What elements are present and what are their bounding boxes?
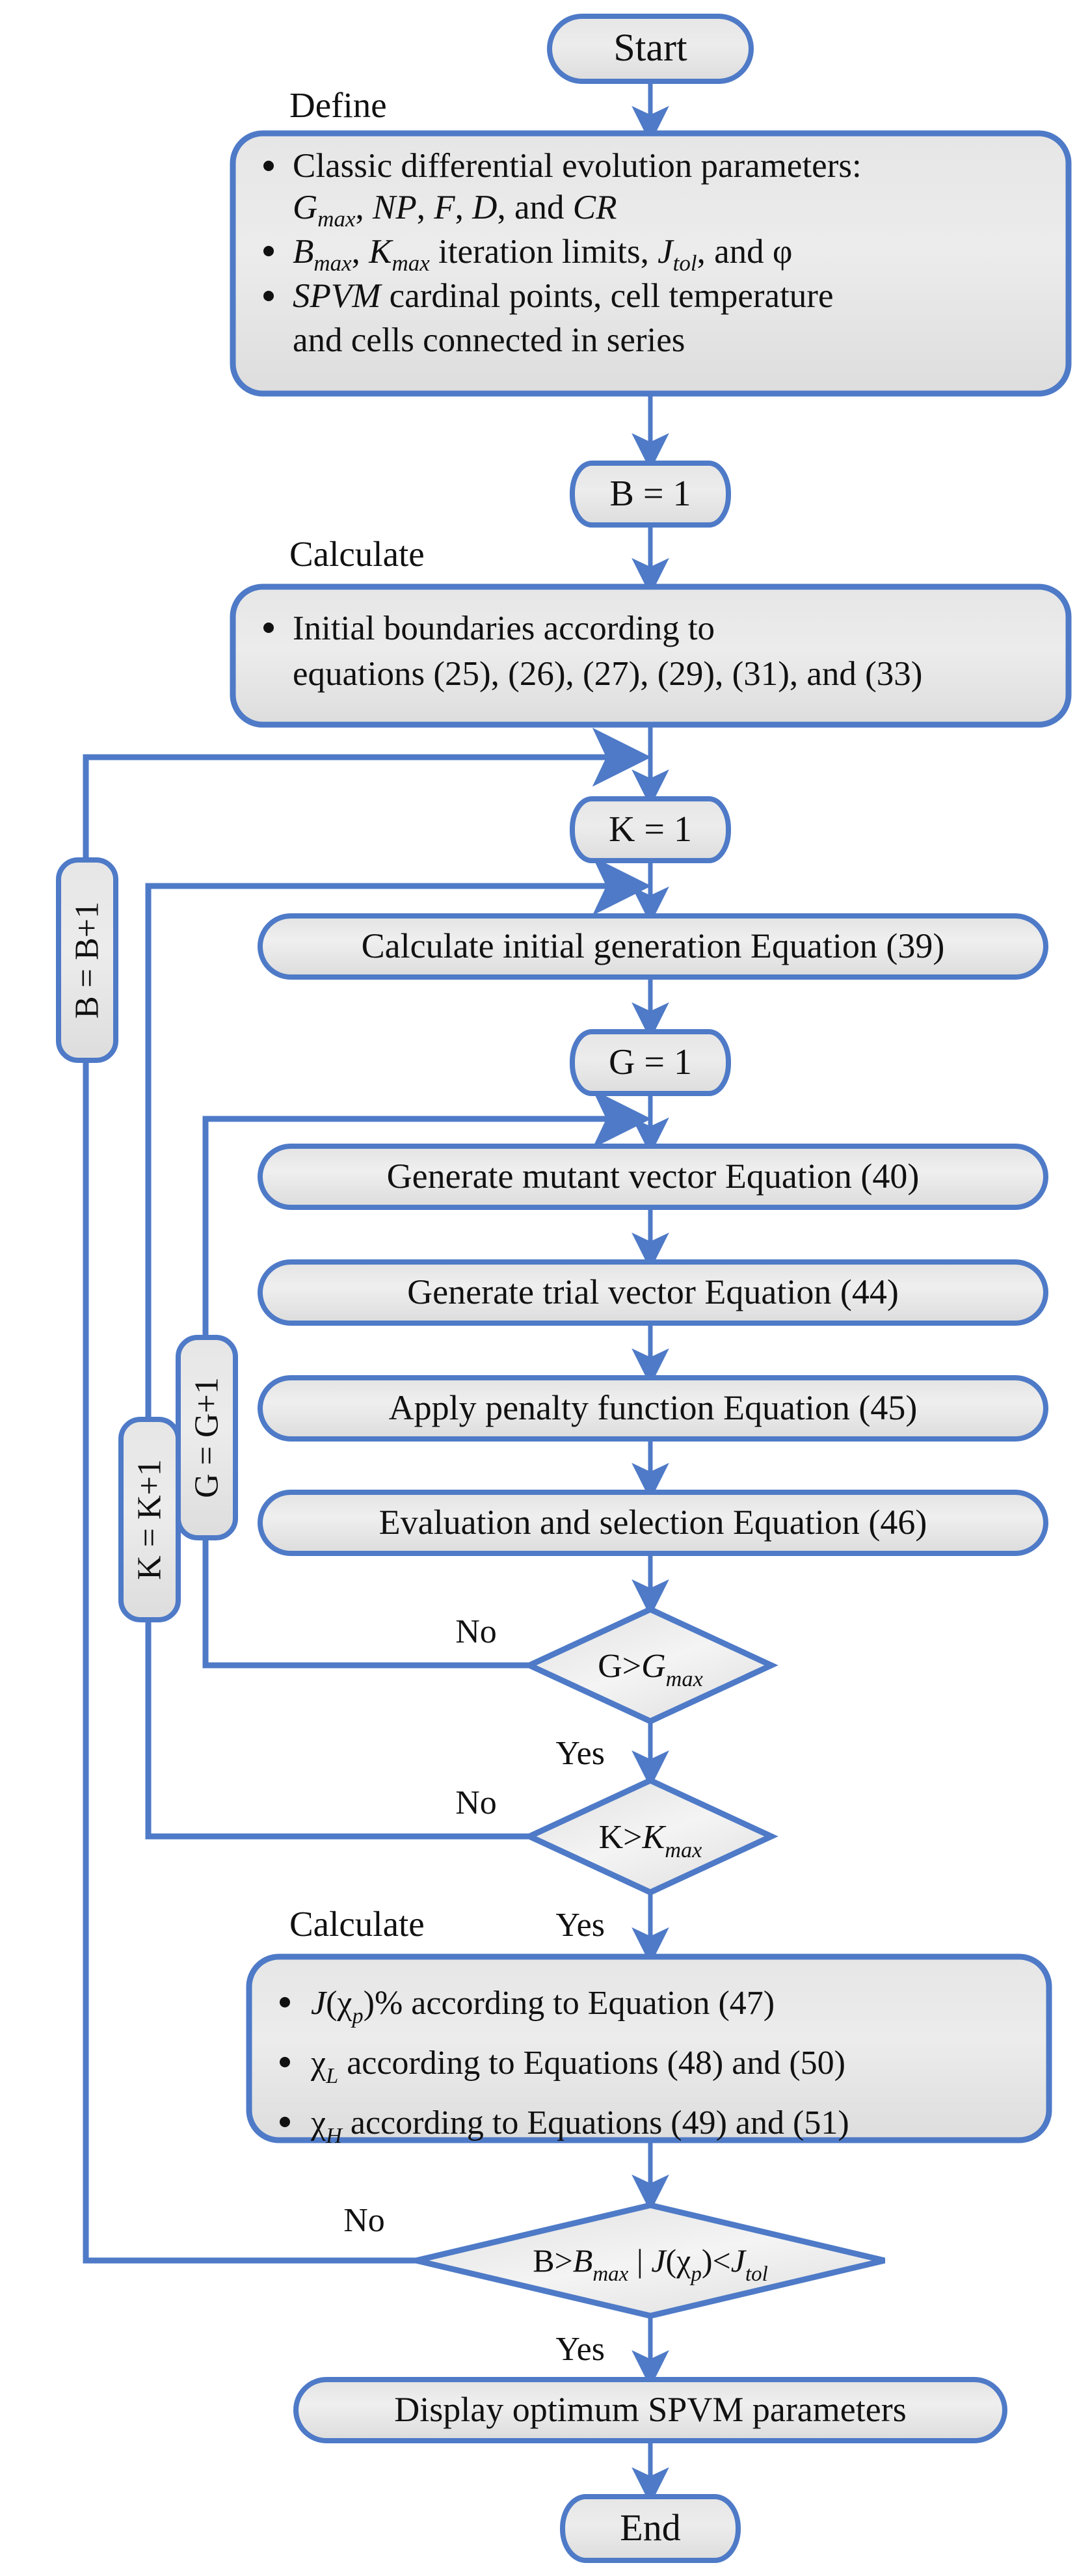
bullet-marker bbox=[280, 2117, 290, 2127]
node-k-init-label: K = 1 bbox=[609, 809, 692, 850]
node-end-label: End bbox=[620, 2506, 680, 2549]
node-decision-k[interactable]: K>Kmax bbox=[522, 1777, 778, 1896]
node-calc-initial-generation-label: Calculate initial generation Equation (3… bbox=[362, 926, 945, 965]
node-display-params[interactable]: Display optimum SPVM parameters bbox=[293, 2377, 1007, 2443]
edge-label-g-yes: Yes bbox=[555, 1735, 605, 1772]
bullet-marker bbox=[263, 291, 274, 301]
calculate-caption-2: Calculate bbox=[289, 1904, 425, 1944]
calc2-bullet-3: χH according to Equations (49) and (51) bbox=[310, 2104, 849, 2148]
node-k-init[interactable]: K = 1 bbox=[570, 796, 731, 863]
node-eval-select-label: Evaluation and selection Equation (46) bbox=[379, 1503, 927, 1542]
node-apply-penalty-label: Apply penalty function Equation (45) bbox=[389, 1388, 918, 1427]
node-decision-b[interactable]: B>Bmax | J(χp)<Jtol bbox=[415, 2202, 886, 2319]
node-decision-k-label: K>Kmax bbox=[599, 1819, 702, 1862]
node-decision-g-label: G>Gmax bbox=[598, 1648, 703, 1691]
node-start[interactable]: Start bbox=[547, 14, 754, 84]
node-gen-mutant[interactable]: Generate mutant vector Equation (40) bbox=[258, 1144, 1048, 1210]
bullet-marker bbox=[263, 623, 274, 633]
node-loop-g-label: G = G+1 bbox=[189, 1377, 226, 1498]
node-loop-g[interactable]: G = G+1 bbox=[176, 1335, 238, 1540]
node-eval-select[interactable]: Evaluation and selection Equation (46) bbox=[258, 1490, 1048, 1556]
define-bullet-3-line2: and cells connected in series bbox=[293, 321, 685, 359]
node-b-init-label: B = 1 bbox=[610, 474, 691, 514]
node-g-init[interactable]: G = 1 bbox=[570, 1029, 731, 1096]
node-display-params-label: Display optimum SPVM parameters bbox=[394, 2390, 906, 2429]
connector-group bbox=[56, 81, 669, 2505]
node-gen-trial[interactable]: Generate trial vector Equation (44) bbox=[258, 1259, 1048, 1326]
edge-label-b-yes: Yes bbox=[555, 2331, 605, 2368]
calc1-line2: equations (25), (26), (27), (29), (31), … bbox=[293, 655, 922, 693]
edge-label-b-no: No bbox=[343, 2202, 385, 2239]
node-decision-b-label: B>Bmax | J(χp)<Jtol bbox=[533, 2242, 768, 2286]
node-define-box[interactable]: Classic differential evolution parameter… bbox=[230, 130, 1072, 397]
bullet-marker bbox=[263, 246, 274, 256]
define-bullet-1-line2: Gmax, NP, F, D, and CR bbox=[293, 189, 617, 232]
calc1-line1: Initial boundaries according to bbox=[293, 610, 715, 647]
node-loop-k-label: K = K+1 bbox=[131, 1459, 168, 1580]
node-calc-initial-generation[interactable]: Calculate initial generation Equation (3… bbox=[258, 913, 1048, 980]
edge-label-k-yes: Yes bbox=[555, 1907, 605, 1944]
calc2-bullet-2: χL according to Equations (48) and (50) bbox=[310, 2045, 845, 2088]
define-bullet-2: Bmax, Kmax iteration limits, Jtol, and φ bbox=[293, 233, 792, 276]
calculate-caption-1: Calculate bbox=[289, 534, 425, 574]
node-loop-k[interactable]: K = K+1 bbox=[118, 1417, 181, 1622]
edge-label-k-no: No bbox=[455, 1784, 497, 1821]
bullet-marker bbox=[263, 161, 274, 171]
node-loop-b[interactable]: B = B+1 bbox=[56, 857, 118, 1063]
define-bullet-3-line1: SPVM cardinal points, cell temperature bbox=[293, 277, 833, 315]
node-decision-g[interactable]: G>Gmax bbox=[522, 1606, 778, 1724]
node-loop-b-label: B = B+1 bbox=[69, 902, 106, 1019]
node-end[interactable]: End bbox=[560, 2494, 741, 2563]
node-apply-penalty[interactable]: Apply penalty function Equation (45) bbox=[258, 1375, 1048, 1442]
bullet-marker bbox=[280, 2057, 290, 2067]
calc2-bullet-1: J(χp)% according to Equation (47) bbox=[311, 1985, 775, 2028]
node-g-init-label: G = 1 bbox=[609, 1042, 692, 1082]
node-calc-box-2[interactable]: J(χp)% according to Equation (47) χL acc… bbox=[246, 1953, 1052, 2148]
bullet-marker bbox=[280, 1997, 290, 2007]
define-bullet-1-line1: Classic differential evolution parameter… bbox=[293, 147, 862, 185]
node-gen-mutant-label: Generate mutant vector Equation (40) bbox=[387, 1157, 920, 1196]
define-caption: Define bbox=[289, 85, 387, 125]
edge-label-g-no: No bbox=[455, 1613, 497, 1650]
node-b-init[interactable]: B = 1 bbox=[570, 461, 731, 528]
node-start-label: Start bbox=[613, 26, 687, 69]
node-gen-trial-label: Generate trial vector Equation (44) bbox=[407, 1272, 899, 1311]
node-calc-box-1[interactable]: Initial boundaries according to equation… bbox=[230, 584, 1072, 728]
